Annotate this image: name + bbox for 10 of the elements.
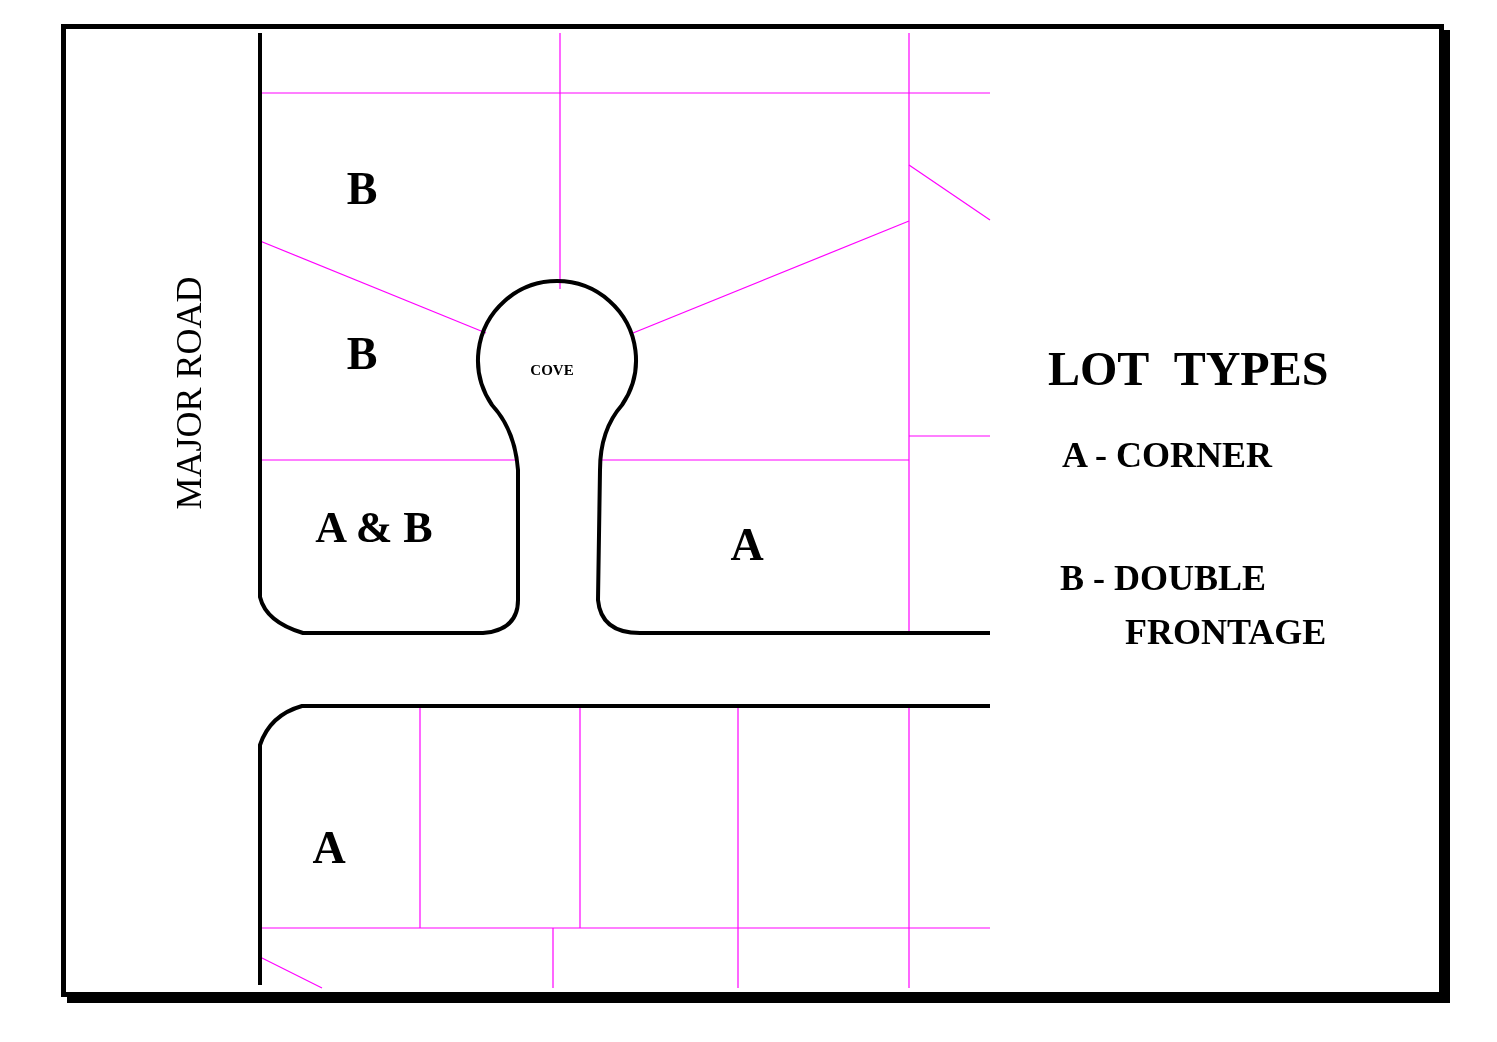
lot-type-letter: B — [346, 166, 378, 212]
street-name: COVE — [530, 362, 574, 378]
key-entry: B - DOUBLE FRONTAGE — [1060, 557, 1328, 654]
road-name: MAJOR ROAD — [171, 276, 207, 510]
lot-type-letter: A — [312, 825, 346, 871]
key-heading: LOT TYPES — [1048, 345, 1329, 393]
lot-type-letter: A & B — [315, 506, 433, 550]
lot-type-letter: A — [730, 522, 764, 568]
key-entry: A - CORNER — [1062, 437, 1272, 473]
lot-type-letter: B — [346, 331, 378, 377]
